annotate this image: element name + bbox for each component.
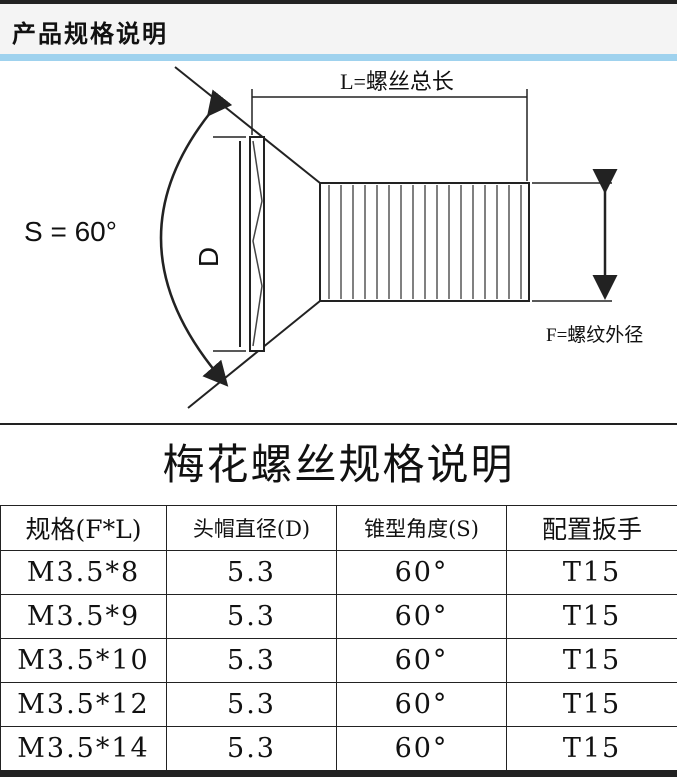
table-row: M3.5*12 5.3 60° T15 (0, 682, 677, 727)
cell-wrench: T15 (506, 550, 677, 595)
cell-cone-angle: 60° (336, 594, 507, 639)
header-cone-angle: 锥型角度(S) (336, 505, 507, 551)
table-title: 梅花螺丝规格说明 (0, 423, 677, 505)
cell-head-diameter: 5.3 (166, 550, 337, 595)
cell-head-diameter: 5.3 (166, 638, 337, 683)
cell-head-diameter: 5.3 (166, 594, 337, 639)
header-accent-bar (0, 54, 677, 61)
angle-arc (159, 89, 233, 387)
header-spec: 规格(F*L) (0, 505, 167, 551)
cell-head-diameter: 5.3 (166, 682, 337, 727)
angle-label: S = 60° (24, 216, 117, 247)
cell-spec: M3.5*14 (0, 726, 167, 771)
thread-lines (328, 185, 522, 299)
cell-wrench: T15 (506, 638, 677, 683)
header: 产品规格说明 (0, 0, 677, 54)
torx-recess (252, 140, 263, 347)
screw-drawing: S = 60° D L=螺丝总长 F=螺纹外径 (24, 66, 643, 409)
cell-wrench: T15 (506, 726, 677, 771)
screw-diagram: S = 60° D L=螺丝总长 F=螺纹外径 (0, 61, 677, 421)
cell-cone-angle: 60° (336, 726, 507, 771)
table-header-row: 规格(F*L) 头帽直径(D) 锥型角度(S) 配置扳手 (0, 505, 677, 551)
header-wrench: 配置扳手 (506, 505, 677, 551)
table-row: M3.5*10 5.3 60° T15 (0, 638, 677, 683)
cell-wrench: T15 (506, 682, 677, 727)
cell-cone-angle: 60° (336, 638, 507, 683)
length-label: L=螺丝总长 (340, 69, 454, 94)
cell-spec: M3.5*8 (0, 550, 167, 595)
table-row: M3.5*8 5.3 60° T15 (0, 550, 677, 595)
cone-bottom-line (187, 300, 321, 409)
cell-spec: M3.5*10 (0, 638, 167, 683)
header-head-diameter: 头帽直径(D) (166, 505, 337, 551)
cell-wrench: T15 (506, 594, 677, 639)
thread-diameter-label: F=螺纹外径 (546, 324, 643, 346)
page-title: 产品规格说明 (12, 20, 168, 48)
cell-spec: M3.5*12 (0, 682, 167, 727)
cell-spec: M3.5*9 (0, 594, 167, 639)
cone-top-line (174, 66, 321, 184)
diameter-label: D (193, 247, 224, 267)
cell-cone-angle: 60° (336, 550, 507, 595)
table-bottom-border (0, 771, 677, 777)
table-row: M3.5*14 5.3 60° T15 (0, 726, 677, 771)
table-row: M3.5*9 5.3 60° T15 (0, 594, 677, 639)
cell-cone-angle: 60° (336, 682, 507, 727)
cell-head-diameter: 5.3 (166, 726, 337, 771)
spec-table: 规格(F*L) 头帽直径(D) 锥型角度(S) 配置扳手 M3.5*8 5.3 … (0, 505, 677, 771)
